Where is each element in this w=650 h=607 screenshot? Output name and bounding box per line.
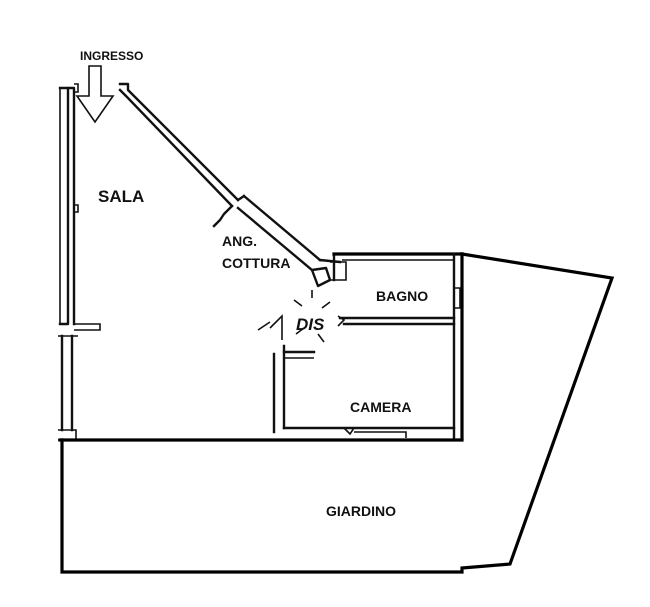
label-closet: DIS xyxy=(296,315,325,334)
entrance-arrow-icon xyxy=(75,65,115,124)
label-kitchenette-line1: ANG. xyxy=(222,233,257,249)
label-kitchenette-line2: COTTURA xyxy=(222,255,290,271)
bathroom-bedroom-block xyxy=(257,252,464,440)
closet-light-icon xyxy=(293,290,331,343)
kitchen-counter xyxy=(310,254,347,288)
left-wall-lower xyxy=(58,334,78,441)
label-bathroom: BAGNO xyxy=(376,288,428,304)
left-wall-upper xyxy=(58,83,101,331)
diagonal-kitchen-wall xyxy=(118,82,322,272)
label-living-room: SALA xyxy=(98,187,144,206)
label-bedroom: CAMERA xyxy=(350,399,411,415)
label-entrance: INGRESSO xyxy=(80,49,143,63)
label-garden: GIARDINO xyxy=(326,503,396,519)
garden-outline xyxy=(60,252,615,574)
